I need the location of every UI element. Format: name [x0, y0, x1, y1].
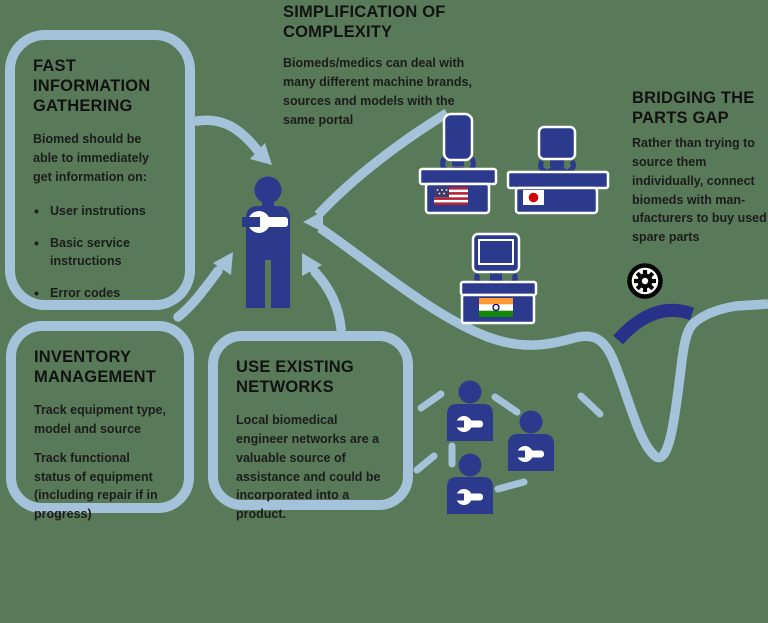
panel-inventory-management: INVENTORY MANAGEMENT Track equipment typ…: [6, 321, 194, 521]
callout-simplification-of-complexity: SIMPLIFICATION OF COMPLEXITY Biomeds/med…: [283, 2, 478, 129]
bullet-list: User instrutions Basic service instructi…: [33, 202, 167, 304]
engineer-network: [413, 380, 604, 514]
callout-body: Biomeds/medics can deal with many differ…: [283, 56, 472, 127]
biomed-person-icon: [242, 176, 290, 308]
workstation-us: [418, 112, 498, 215]
callout-body: Rather than trying to source them indivi…: [632, 136, 767, 244]
panel-fast-information-gathering: FAST INFORMATION GATHERING Biomed should…: [5, 30, 195, 310]
callout-title: BRIDGING THE PARTS GAP: [632, 89, 755, 128]
panel-paragraph: Track equipment type, model and source: [34, 403, 166, 436]
left-arrowhead-icon: [303, 211, 323, 232]
network-links: [413, 390, 604, 493]
workstation-japan: [506, 125, 610, 215]
network-person-icon: [447, 380, 493, 441]
panel-intro: Biomed should be able to immediately get…: [33, 132, 150, 184]
panel-paragraph: Track functional status of equipment (in…: [34, 450, 158, 521]
arrow-fast-info-to-person: [192, 115, 272, 165]
panel-title: USE EXISTING NETWORKS: [236, 358, 354, 397]
japan-flag-icon: [523, 190, 544, 205]
panel-title: INVENTORY MANAGEMENT: [34, 348, 157, 387]
india-flag-icon: [479, 298, 513, 317]
callout-bridging-the-parts-gap: BRIDGING THE PARTS GAP Rather than tryin…: [632, 88, 768, 247]
workstation-india: [459, 232, 538, 325]
wrench-icon: [242, 211, 288, 233]
panel-body: Local biomedical engineer networks are a…: [236, 413, 381, 521]
parts-gap-flow-line: [303, 108, 768, 463]
bridge-arc-icon: [613, 303, 695, 345]
callout-title: SIMPLIFICATION OF COMPLEXITY: [283, 3, 446, 42]
panel-title: FAST INFORMATION GATHERING: [33, 57, 151, 116]
network-person-icon: [508, 410, 554, 471]
arrow-inventory-to-person: [173, 252, 233, 322]
bullet-item: Error codes: [33, 284, 167, 303]
bullet-item: Basic service instructions: [33, 234, 167, 270]
bullet-item: User instrutions: [33, 202, 167, 221]
gear-icon: [627, 263, 663, 299]
panel-use-existing-networks: USE EXISTING NETWORKS Local biomedical e…: [208, 331, 413, 521]
arrow-networks-to-person: [302, 253, 346, 334]
us-flag-icon: [434, 187, 468, 205]
